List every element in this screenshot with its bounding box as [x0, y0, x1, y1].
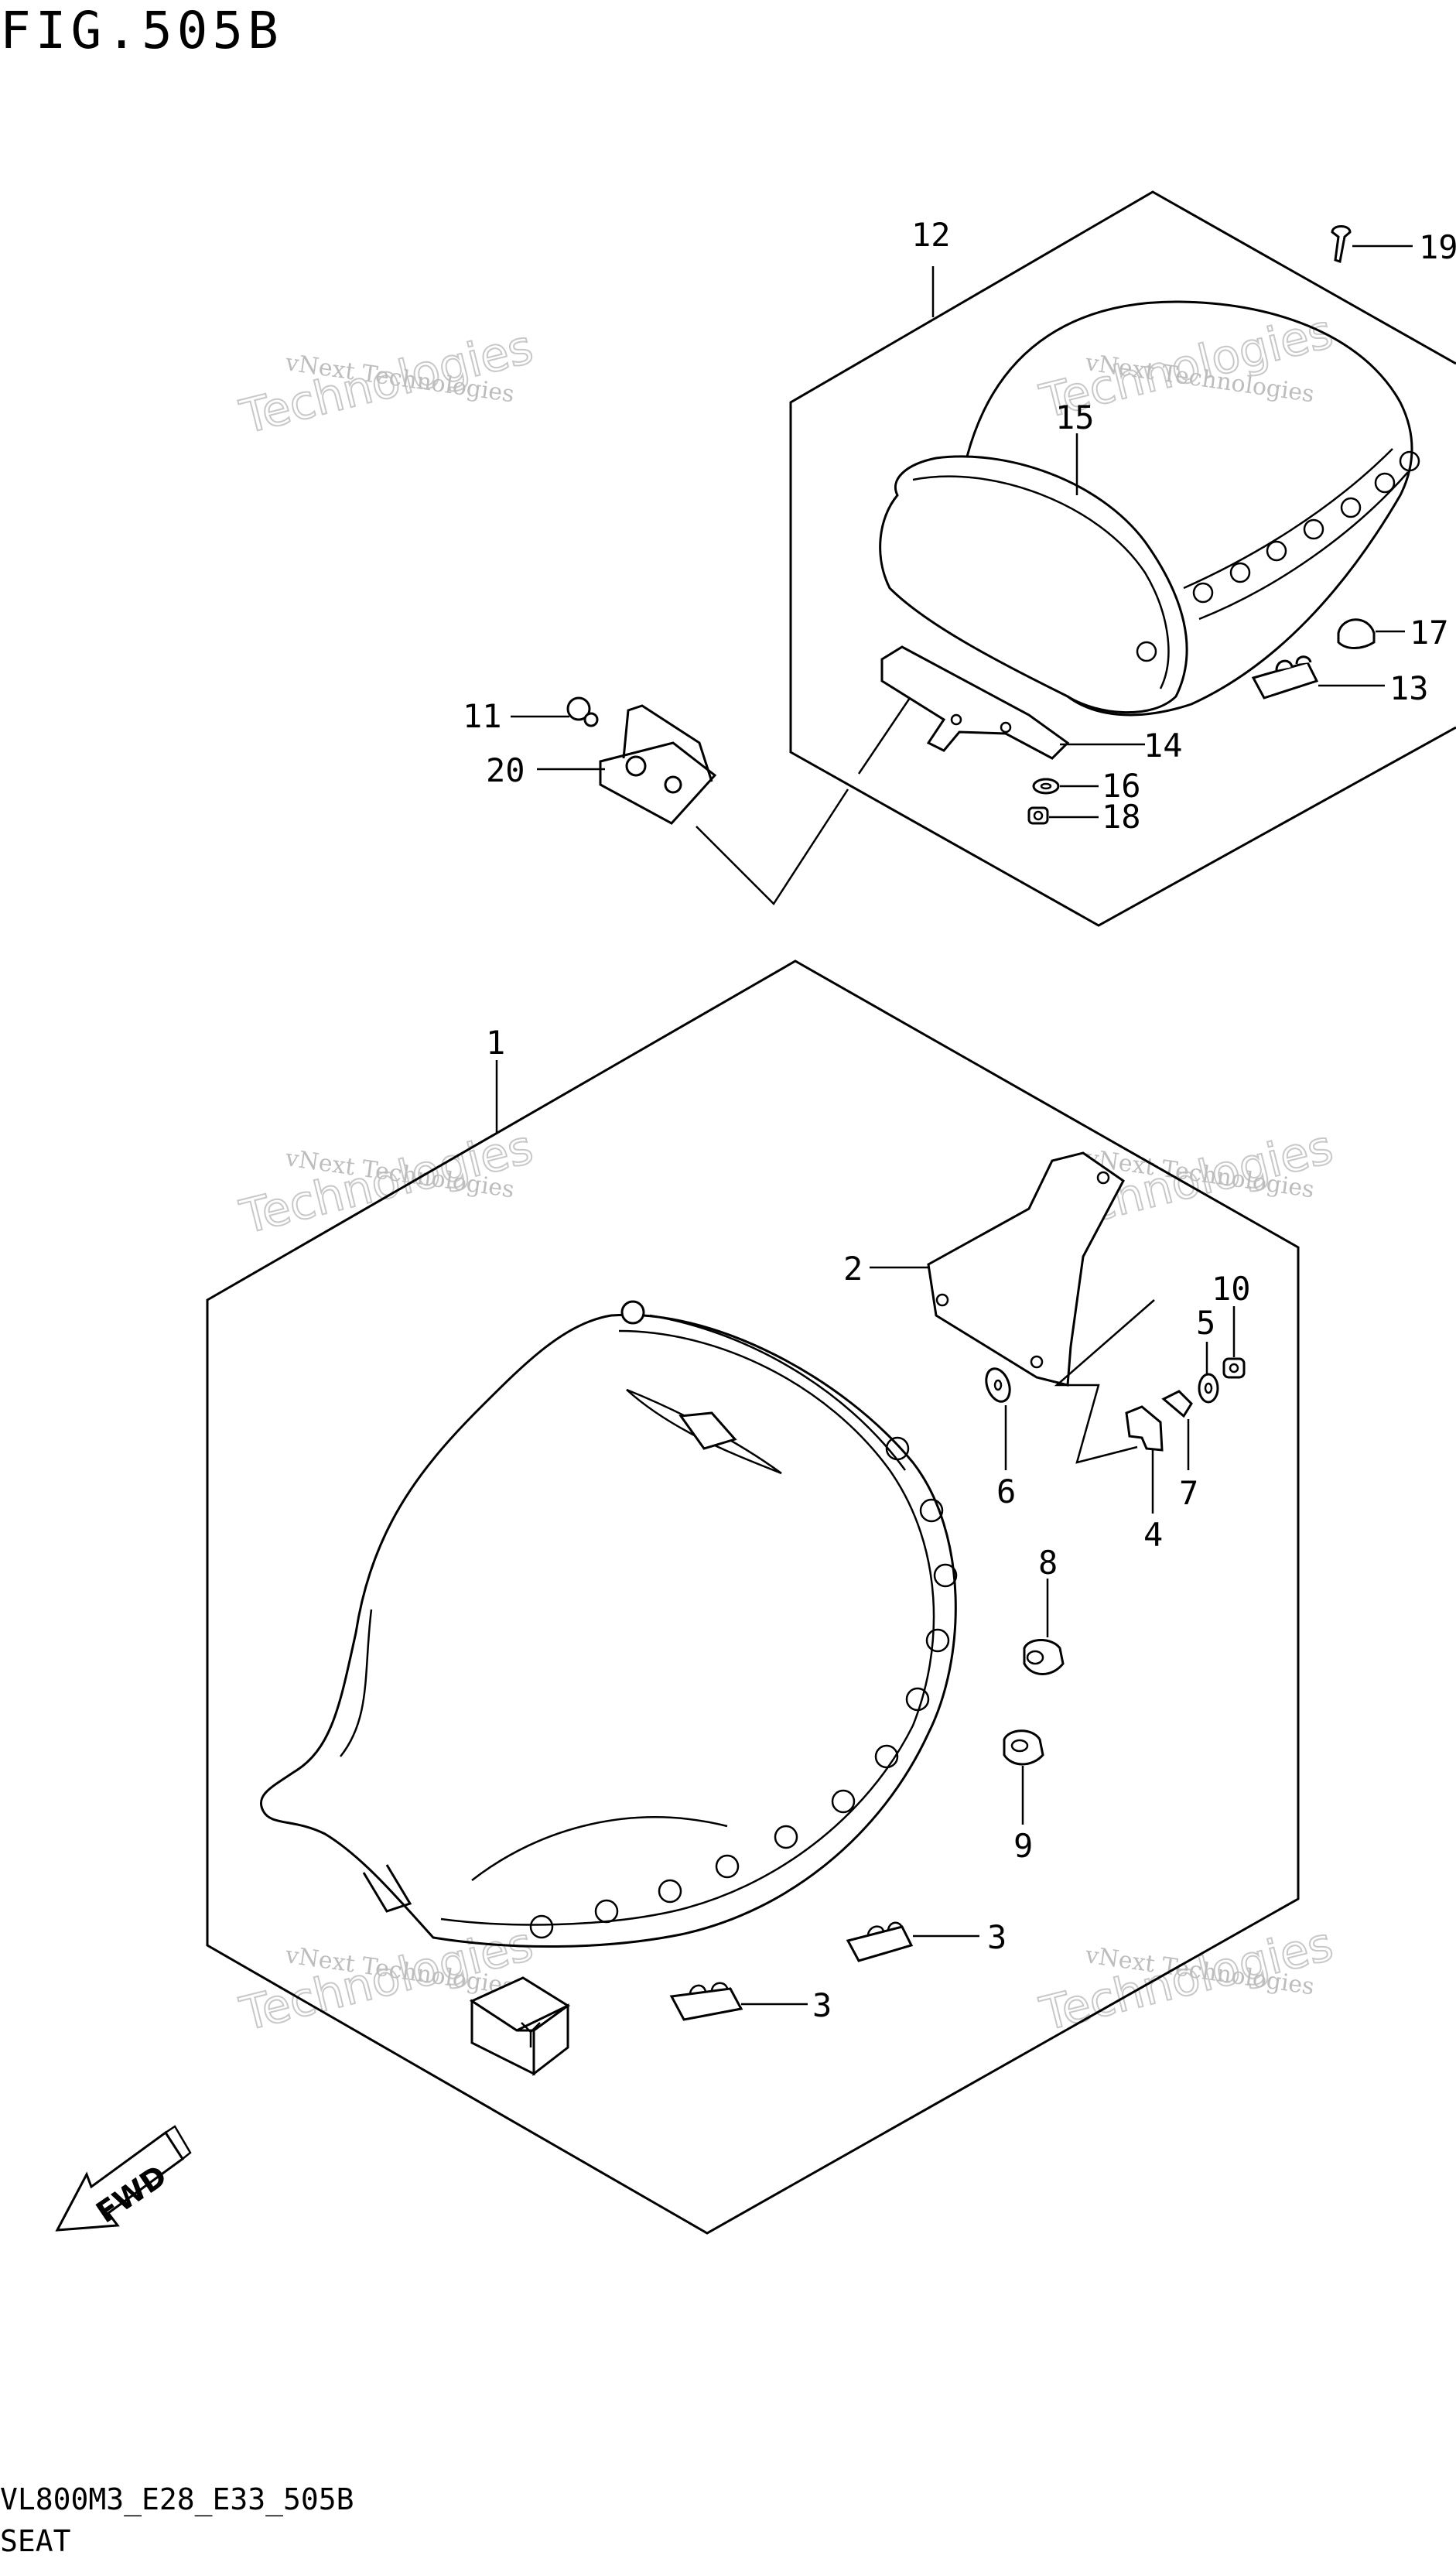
pillion-seat-group-boundary [789, 190, 1456, 927]
part-13-damper-icon [1251, 655, 1319, 700]
callout-16: 16 [1102, 767, 1141, 805]
assembly-connector-line [696, 788, 849, 905]
callout-8: 8 [1038, 1544, 1058, 1582]
main-seat-rivets [529, 1436, 958, 1939]
part-19-screw-icon [1331, 225, 1352, 263]
callout-4: 4 [1143, 1516, 1163, 1554]
bracket-connector-line [1054, 1299, 1155, 1464]
seat-holder-box-icon [469, 1976, 571, 2077]
part-11-bolt-icon [566, 696, 599, 727]
callout-13: 13 [1389, 669, 1429, 707]
watermark-middle-left: Technologies vNext Technologies [234, 1119, 539, 1245]
part-5-washer-icon [1198, 1373, 1219, 1404]
callout-17: 17 [1410, 614, 1449, 652]
pillion-seat-rivets [1136, 450, 1420, 662]
callout-14: 14 [1143, 727, 1183, 765]
callout-10: 10 [1212, 1270, 1251, 1308]
part-2-bracket-icon [927, 1151, 1125, 1387]
callout-11: 11 [463, 697, 502, 735]
part-8-cushion-icon [1023, 1639, 1065, 1675]
part-10-nut-icon [1222, 1357, 1246, 1379]
figure-title: FIG.505B [0, 1, 283, 60]
pillion-seat-illustration [879, 300, 1420, 717]
callout-20: 20 [486, 751, 525, 789]
forward-direction-arrow-icon: FWD [55, 2125, 192, 2232]
part-14-bracket-icon [880, 645, 1070, 760]
part-16-washer-icon [1032, 778, 1060, 795]
part-3-damper-icon-left [669, 1982, 743, 2021]
main-seat-group-boundary [206, 960, 1300, 2235]
callout-12: 12 [911, 216, 951, 254]
callout-18: 18 [1102, 798, 1141, 836]
part-4-lock-icon [1125, 1405, 1164, 1452]
model-code: VL800M3_E28_E33_505B [0, 2482, 354, 2516]
part-9-cushion-icon [1003, 1729, 1044, 1766]
part-3-damper-icon-right [846, 1921, 914, 1962]
watermark-upper-left: Technologies vNext Technologies [234, 319, 539, 445]
part-7-collar-icon [1161, 1390, 1193, 1418]
callout-2: 2 [843, 1250, 863, 1288]
part-6-washer-icon [985, 1367, 1011, 1403]
callout-5: 5 [1196, 1304, 1215, 1342]
part-17-cushion-icon [1337, 618, 1376, 649]
callout-7: 7 [1179, 1474, 1198, 1512]
callout-1: 1 [486, 1024, 505, 1062]
main-seat-illustration [260, 1300, 958, 1948]
section-name: SEAT [0, 2524, 71, 2558]
callout-9: 9 [1013, 1827, 1033, 1865]
callout-6: 6 [996, 1473, 1016, 1510]
assembly-connector-line-2 [857, 697, 911, 775]
callout-3-left: 3 [812, 1986, 832, 2024]
part-20-handle-bracket-icon [599, 704, 717, 825]
part-18-nut-icon [1027, 806, 1049, 825]
callout-15: 15 [1055, 399, 1095, 436]
callout-19: 19 [1419, 228, 1456, 266]
callout-3-right: 3 [987, 1918, 1007, 1956]
